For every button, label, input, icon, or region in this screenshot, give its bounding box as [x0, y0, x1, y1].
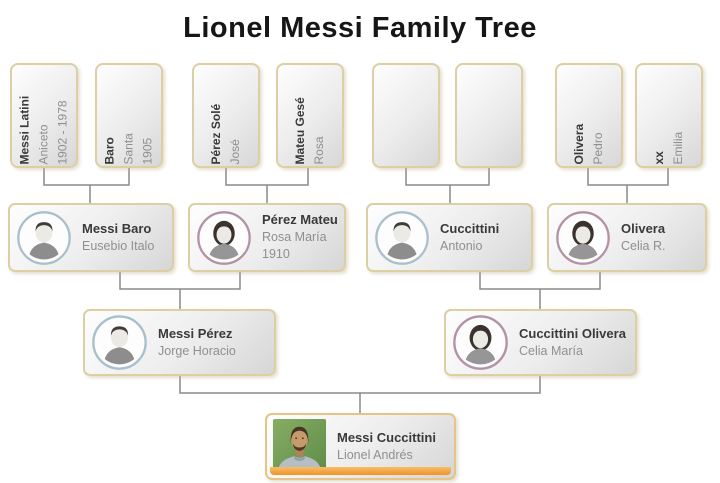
- person-given-name: Antonio: [440, 238, 483, 253]
- person-surname: Cuccittini: [440, 220, 500, 236]
- person-given-name: Lionel Andrés: [337, 447, 413, 462]
- ancestor-card-unknown-1: [372, 63, 440, 168]
- ancestor-card-perez-sole: Pérez Solé José: [192, 63, 260, 168]
- person-given-name: Jorge Horacio: [158, 343, 236, 358]
- person-surname: Pérez Mateu: [262, 212, 338, 227]
- person-surname: Baro: [102, 136, 117, 164]
- person-given-name: Celia R.: [621, 238, 666, 253]
- ancestor-card-unknown-2: [455, 63, 523, 168]
- rotated-name-block: xx Emilia: [650, 67, 688, 164]
- name-block: Pérez Mateu Rosa María 1910: [262, 212, 338, 263]
- family-member-card-messi-cuccittini: Messi Cuccittini Lionel Andrés: [265, 413, 456, 480]
- male-avatar-icon: [16, 210, 72, 266]
- rotated-name-block: Mateu Gesé Rosa: [291, 67, 329, 164]
- highlight-bar: [270, 467, 451, 475]
- person-given-name: Rosa María: [262, 230, 327, 244]
- person-given-name: Celia María: [519, 343, 583, 358]
- name-block: Messi Baro Eusebio Italo: [82, 221, 154, 255]
- name-block: Messi Cuccittini Lionel Andrés: [337, 430, 436, 464]
- name-block: Olivera Celia R.: [621, 221, 665, 255]
- family-member-card-perez-mateu: Pérez Mateu Rosa María 1910: [188, 203, 346, 272]
- person-surname: Messi Cuccittini: [337, 429, 436, 445]
- male-avatar-icon: [374, 210, 430, 266]
- ancestor-card-mateu-gese: Mateu Gesé Rosa: [276, 63, 344, 168]
- person-given-name: Pedro: [591, 131, 605, 164]
- name-block: Messi Pérez Jorge Horacio: [158, 326, 236, 360]
- page-title: Lionel Messi Family Tree: [183, 12, 537, 44]
- female-avatar-icon: [452, 314, 509, 371]
- person-surname: Messi Baro: [82, 220, 152, 236]
- person-surname: Cuccittini Olivera: [519, 325, 626, 341]
- person-surname: Mateu Gesé: [293, 96, 307, 164]
- person-surname: Olivera: [572, 123, 586, 164]
- family-member-card-olivera: Olivera Celia R.: [547, 203, 707, 272]
- family-member-card-cuccittini-olivera: Cuccittini Olivera Celia María: [444, 309, 637, 376]
- female-avatar-icon: [196, 210, 252, 266]
- ancestor-card-messi-latini: Messi Latini Aniceto 1902 - 1978: [10, 63, 78, 168]
- messi-photo: [272, 419, 327, 474]
- rotated-name-block: Olivera Pedro: [570, 67, 608, 164]
- person-surname: Olivera: [621, 220, 666, 236]
- female-avatar-icon: [555, 210, 611, 266]
- person-given-name: José: [228, 138, 242, 164]
- person-surname: Messi Pérez: [158, 325, 233, 341]
- rotated-name-block: Baro Santa 1905: [101, 67, 158, 164]
- person-years: 1902 - 1978: [55, 99, 70, 164]
- person-years: 1910: [262, 247, 290, 261]
- family-member-card-messi-perez: Messi Pérez Jorge Horacio: [83, 309, 276, 376]
- ancestor-card-baro: Baro Santa 1905: [95, 63, 163, 168]
- name-block: Cuccittini Olivera Celia María: [519, 326, 626, 360]
- person-given-name: Emilia: [671, 131, 685, 164]
- person-given-name: Aniceto: [36, 123, 51, 164]
- ancestor-card-xx: xx Emilia: [635, 63, 703, 168]
- name-block: Cuccittini Antonio: [440, 221, 499, 255]
- rotated-name-block: Messi Latini Aniceto 1902 - 1978: [16, 67, 73, 164]
- person-given-name: Eusebio Italo: [82, 238, 155, 253]
- family-member-card-cuccittini: Cuccittini Antonio: [366, 203, 533, 272]
- rotated-name-block: Pérez Solé José: [207, 67, 245, 164]
- person-given-name: Santa: [121, 132, 136, 164]
- ancestor-card-olivera: Olivera Pedro: [555, 63, 623, 168]
- person-surname: Pérez Solé: [209, 103, 223, 164]
- person-years: 1905: [140, 137, 155, 164]
- family-member-card-messi-baro: Messi Baro Eusebio Italo: [8, 203, 174, 272]
- person-surname: Messi Latini: [17, 95, 32, 164]
- person-given-name: Rosa: [312, 135, 326, 164]
- person-surname: xx: [652, 150, 666, 164]
- male-avatar-icon: [91, 314, 148, 371]
